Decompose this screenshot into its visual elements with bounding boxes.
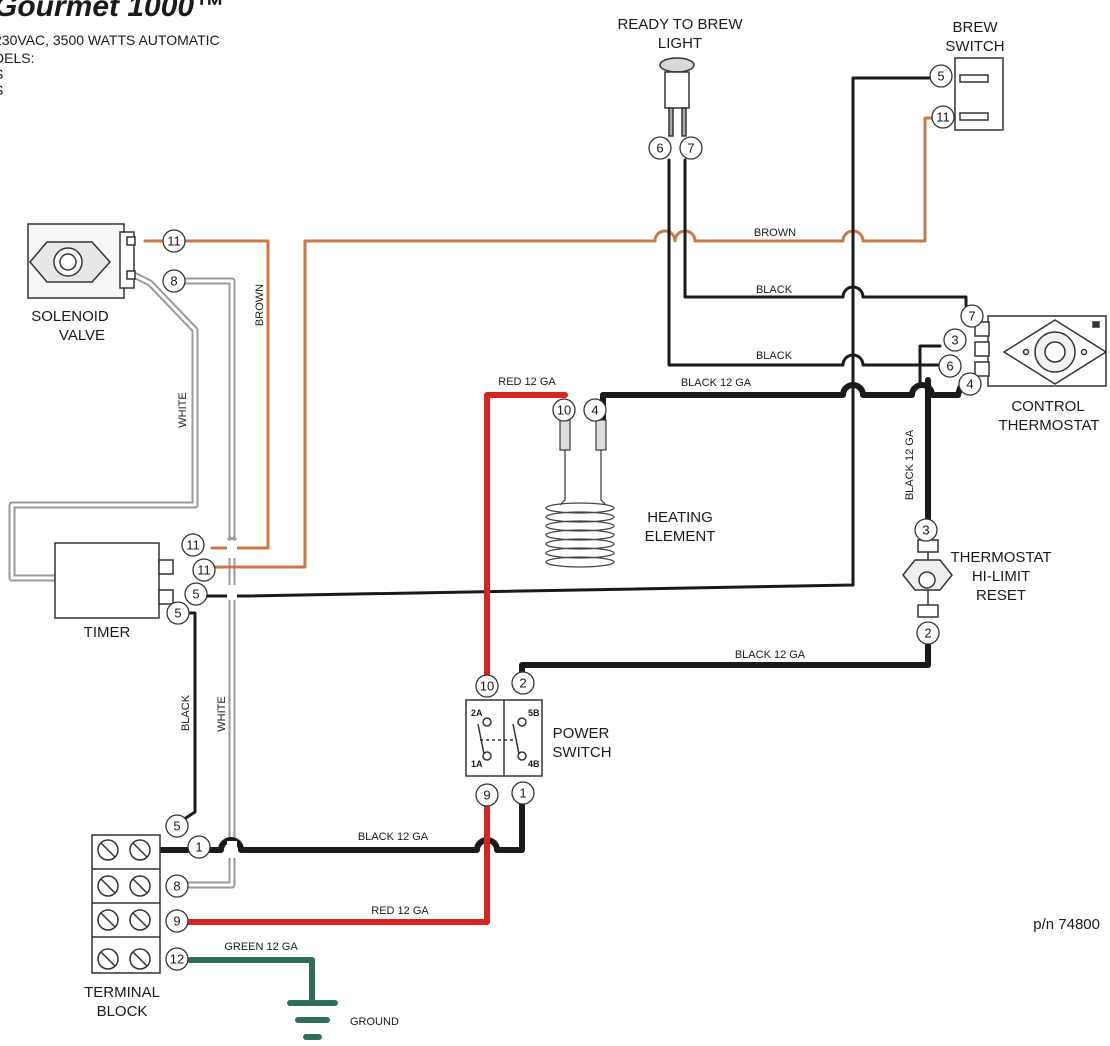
- term-timer-5a: 5: [192, 587, 199, 602]
- label-hi-limit-2: HI-LIMIT: [972, 568, 1030, 585]
- wire-label-black-2: BLACK: [756, 350, 793, 362]
- label-heating-element-1: HEATING: [647, 509, 713, 526]
- term-ps-1: 1: [519, 786, 526, 801]
- brew-switch: [954, 57, 1004, 131]
- label-control-thermostat-1: CONTROL: [1011, 398, 1084, 415]
- label-solenoid-2: VALVE: [59, 327, 105, 344]
- label-heating-element-2: ELEMENT: [645, 528, 716, 545]
- term-ct-4: 4: [966, 377, 973, 392]
- term-brew-11: 11: [936, 110, 950, 125]
- term-tb-12: 12: [170, 952, 184, 967]
- term-ps-2: 2: [519, 676, 526, 691]
- wire-label-black-vert: BLACK: [180, 694, 192, 731]
- wire-label-red12-bottom: RED 12 GA: [371, 905, 429, 917]
- term-ct-6: 6: [946, 359, 953, 374]
- contact-5b: 5B: [528, 708, 540, 718]
- term-he-4: 4: [591, 403, 598, 418]
- term-ps-9: 9: [483, 788, 490, 803]
- label-ground: GROUND: [350, 1016, 399, 1028]
- header-line-3: S: [0, 66, 3, 82]
- wire-label-black-1: BLACK: [756, 284, 793, 296]
- term-he-10: 10: [557, 403, 571, 418]
- term-sol-11: 11: [167, 234, 181, 249]
- power-switch: [465, 699, 543, 777]
- black-wires-signal: [173, 76, 968, 827]
- screw-terminal-icon: [97, 839, 151, 970]
- wire-label-black12-top: BLACK 12 GA: [681, 377, 752, 389]
- header-line-1: 230VAC, 3500 WATTS AUTOMATIC: [0, 32, 220, 48]
- term-timer-11b: 11: [197, 563, 211, 578]
- label-brew-switch-2: SWITCH: [945, 38, 1004, 55]
- white-wire-8: [181, 277, 236, 889]
- term-tb-9: 9: [173, 914, 180, 929]
- contact-1a: 1A: [471, 759, 483, 769]
- term-brew-5: 5: [937, 69, 944, 84]
- part-number: p/n 74800: [1033, 916, 1100, 933]
- heating-coil-icon: [545, 502, 615, 568]
- wire-label-black12-bottom: BLACK 12 GA: [358, 831, 429, 843]
- black-12ga-wires: [155, 377, 963, 853]
- terminal-block: [91, 834, 161, 974]
- label-power-switch-1: POWER: [553, 725, 610, 742]
- label-hi-limit-1: THERMOSTAT: [950, 549, 1051, 566]
- term-ps-10: 10: [480, 679, 494, 694]
- term-ct-7: 7: [968, 309, 975, 324]
- brown-wire-11: [143, 116, 957, 569]
- white-wire-solenoid-timer: [8, 271, 199, 582]
- term-timer-5b: 5: [174, 606, 181, 621]
- label-hi-limit-3: RESET: [976, 587, 1026, 604]
- term-hl-2: 2: [924, 626, 931, 641]
- control-thermostat: [974, 315, 1108, 387]
- term-light-6: 6: [656, 141, 663, 156]
- wire-label-white-vert-2: WHITE: [216, 696, 228, 731]
- term-hl-3: 3: [922, 523, 929, 538]
- contact-4b: 4B: [528, 759, 540, 769]
- label-brew-switch-1: BREW: [953, 19, 999, 36]
- term-tb-8: 8: [173, 879, 180, 894]
- term-sol-8: 8: [170, 274, 177, 289]
- ready-to-brew-light: [659, 57, 695, 137]
- diagram-title: Gourmet 1000™: [0, 0, 225, 23]
- header-line-2: DELS:: [0, 50, 35, 66]
- label-ready-light-1: READY TO BREW: [617, 16, 743, 33]
- heating-element: [545, 419, 615, 568]
- term-timer-11a: 11: [186, 538, 200, 553]
- term-tb-1: 1: [195, 840, 202, 855]
- wire-label-brown-top: BROWN: [754, 227, 796, 239]
- wire-label-black12-vert: BLACK 12 GA: [904, 429, 916, 500]
- wire-label-white-vert: WHITE: [177, 392, 189, 427]
- label-timer: TIMER: [84, 624, 131, 641]
- header-line-4: S: [0, 82, 3, 98]
- timer: [54, 542, 174, 619]
- solenoid-valve: [27, 223, 136, 299]
- wire-label-green12: GREEN 12 GA: [224, 941, 298, 953]
- label-terminal-block-1: TERMINAL: [84, 984, 160, 1001]
- label-ready-light-2: LIGHT: [658, 35, 702, 52]
- label-power-switch-2: SWITCH: [552, 744, 611, 761]
- wire-label-black12-mid: BLACK 12 GA: [735, 649, 806, 661]
- contact-2a: 2A: [471, 708, 483, 718]
- green-ground-wire: [187, 957, 338, 1040]
- label-solenoid-1: SOLENOID: [31, 308, 109, 325]
- hi-limit-thermostat: [902, 539, 953, 618]
- term-ct-3: 3: [951, 333, 958, 348]
- wire-label-brown-vert: BROWN: [254, 284, 266, 326]
- label-terminal-block-2: BLOCK: [97, 1003, 148, 1020]
- label-control-thermostat-2: THERMOSTAT: [998, 417, 1099, 434]
- term-light-7: 7: [687, 141, 694, 156]
- wire-label-red12-top: RED 12 GA: [498, 376, 556, 388]
- term-tb-5: 5: [173, 819, 180, 834]
